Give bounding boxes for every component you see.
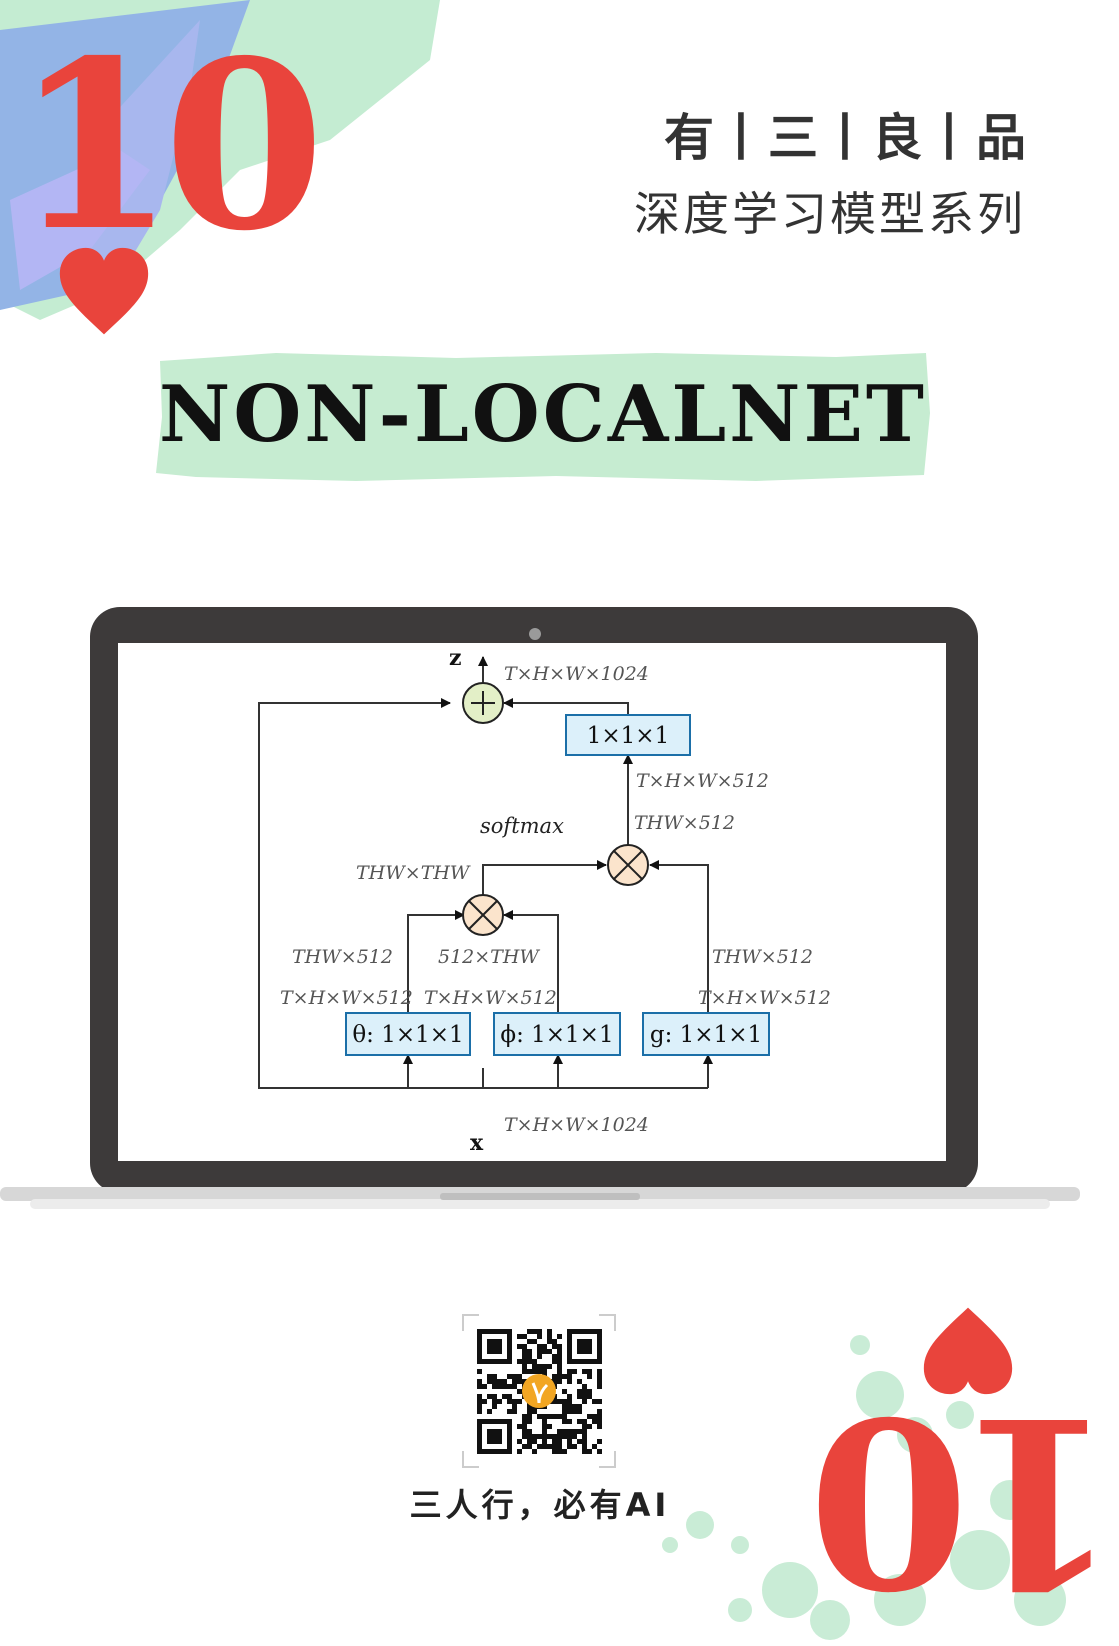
phi-reshape-label: 512×THW [438, 946, 540, 968]
phi-conv-label: ϕ: 1×1×1 [500, 1022, 613, 1048]
qr-code-icon [462, 1314, 616, 1468]
brand-subtitle: 深度学习模型系列 [634, 187, 1026, 241]
attention-dims-label: THW×THW [356, 862, 471, 884]
model-title: NON-LOCALNET [159, 369, 927, 460]
background-splash [0, 0, 1066, 1640]
add-node [462, 682, 504, 724]
multiply-node-attention [462, 894, 504, 936]
phi-conv-box [493, 1012, 621, 1056]
output-conv-box [565, 714, 691, 756]
heart-icon [59, 247, 149, 335]
output-conv-label: 1×1×1 [587, 723, 669, 749]
multiply-output-dims: THW×512 [634, 812, 735, 834]
theta-reshape-label: THW×512 [292, 946, 393, 968]
output-conv-dims: T×H×W×512 [636, 770, 769, 792]
multiply-node-output [607, 844, 649, 886]
g-conv-label: g: 1×1×1 [650, 1022, 762, 1048]
brand-title: 有丨三丨良丨品 [664, 109, 1028, 167]
heart-icon-bottom [923, 1307, 1013, 1395]
non-local-block-diagram: z x T×H×W×1024 T×H×W×1024 1×1×1 T×H×W×51… [258, 645, 831, 1156]
g-conv-box [642, 1012, 770, 1056]
g-dims-label: T×H×W×512 [698, 987, 831, 1009]
input-dims-label: T×H×W×1024 [504, 1114, 649, 1136]
g-reshape-label: THW×512 [712, 946, 813, 968]
phi-dims-label: T×H×W×512 [424, 987, 557, 1009]
theta-conv-box [345, 1012, 471, 1056]
slogan: 三人行，必有AI [409, 1486, 671, 1524]
output-node-label: z [449, 645, 462, 671]
softmax-label: softmax [480, 814, 564, 838]
output-dims-label: T×H×W×1024 [504, 663, 649, 685]
input-node-label: x [470, 1130, 484, 1156]
rank-number-bottom: 10 [820, 1365, 1119, 1638]
theta-conv-label: θ: 1×1×1 [352, 1022, 463, 1048]
theta-dims-label: T×H×W×512 [280, 987, 413, 1009]
title-highlight-band [156, 353, 930, 481]
rank-number-top: 10 [14, 9, 325, 282]
qr-code[interactable] [462, 1314, 616, 1468]
